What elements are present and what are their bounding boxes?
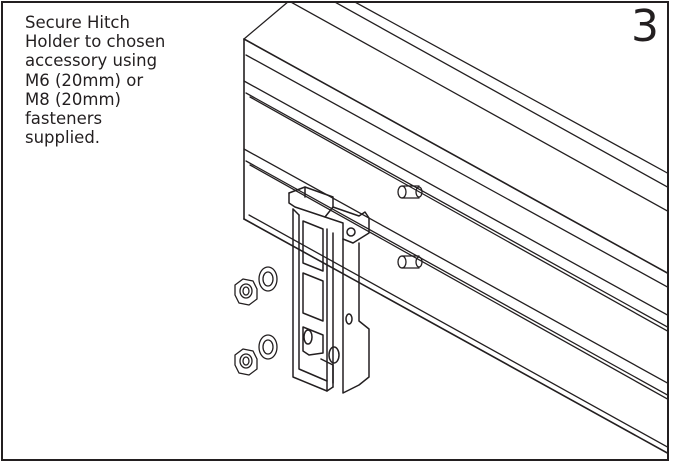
mounting-studs xyxy=(397,185,423,269)
upper-washer xyxy=(258,266,278,292)
hitch-holder-bracket xyxy=(288,186,370,394)
instruction-line: supplied. xyxy=(25,128,101,148)
instruction-line: fasteners xyxy=(25,109,103,129)
instruction-line: M6 (20mm) or xyxy=(25,70,144,90)
step-number: 3 xyxy=(631,1,659,52)
fasteners xyxy=(234,266,278,376)
hitch-holder-assembly-illustration xyxy=(3,3,667,454)
instruction-line: Secure Hitch xyxy=(25,13,130,32)
lower-nut xyxy=(234,348,258,376)
instruction-line: M8 (20mm) xyxy=(25,89,121,109)
instruction-line: accessory using xyxy=(25,51,158,71)
upper-nut xyxy=(234,278,258,306)
instruction-panel: Secure Hitch Holder to chosen accessory … xyxy=(1,1,669,461)
instruction-text: Secure Hitch Holder to chosen accessory … xyxy=(25,13,225,147)
instruction-line: Holder to chosen xyxy=(25,32,166,52)
accessory-rail xyxy=(243,3,667,454)
lower-washer xyxy=(258,334,278,360)
